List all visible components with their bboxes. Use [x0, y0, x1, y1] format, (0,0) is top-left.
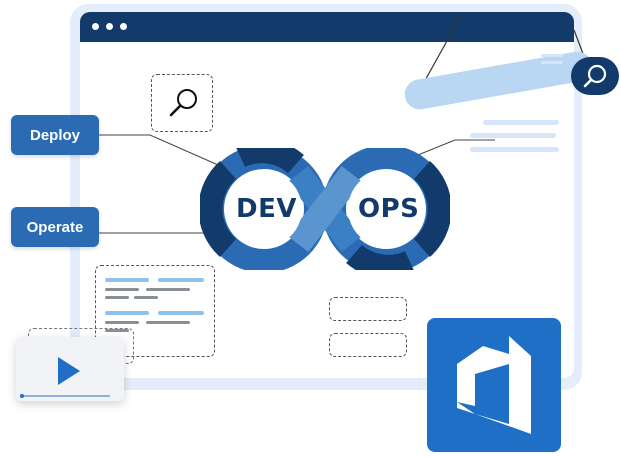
card-line [134, 296, 158, 299]
card-line [146, 288, 190, 291]
menu-line [541, 54, 563, 57]
card-line [146, 321, 190, 324]
search-box[interactable] [151, 74, 213, 132]
input-placeholder[interactable] [329, 333, 407, 357]
window-dot [106, 23, 113, 30]
azure-devops-tile [427, 318, 561, 452]
input-placeholder[interactable] [329, 297, 407, 321]
menu-line [541, 61, 563, 64]
search-icon [169, 89, 197, 117]
window-dot [92, 23, 99, 30]
card-line [158, 311, 204, 315]
card-line [105, 329, 129, 332]
search-icon [583, 64, 607, 88]
devops-infinity-logo [200, 148, 450, 270]
azure-devops-icon [457, 336, 531, 434]
play-icon[interactable] [16, 337, 124, 401]
text-line [470, 133, 556, 138]
search-bar-button[interactable] [571, 57, 619, 95]
window-titlebar [80, 12, 574, 42]
card-line [105, 321, 139, 324]
card-line [105, 288, 139, 291]
text-line [470, 147, 559, 152]
operate-button[interactable]: Operate [11, 207, 99, 247]
text-line [483, 120, 559, 125]
content-card [95, 265, 215, 357]
logo-text-ops: OPS [358, 194, 420, 224]
window-dot [120, 23, 127, 30]
deploy-button[interactable]: Deploy [11, 115, 99, 155]
card-line [105, 278, 149, 282]
logo-text-dev: DEV [236, 194, 297, 224]
card-line [105, 296, 129, 299]
card-line [158, 278, 204, 282]
card-line [105, 311, 149, 315]
video-player[interactable] [16, 337, 124, 401]
